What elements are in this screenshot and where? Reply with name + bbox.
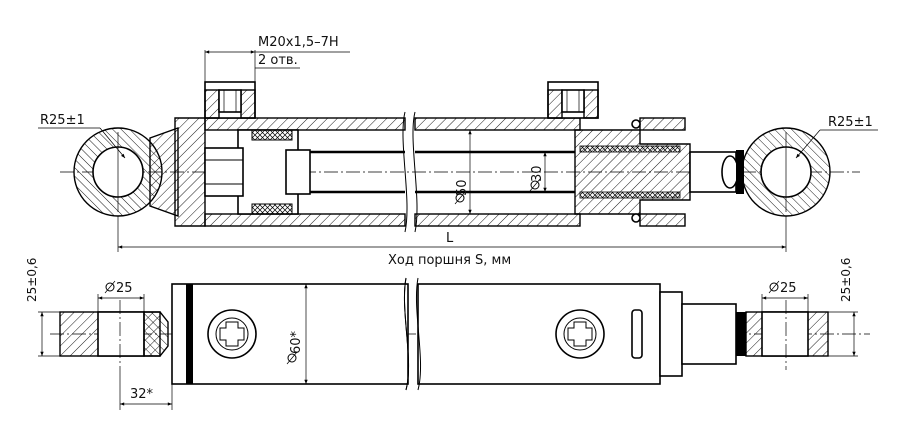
right-eye-flat (745, 300, 829, 370)
left-eye (73, 127, 179, 217)
body-dia-label: 60* (289, 330, 304, 354)
radius-left-callout: R25±1 (38, 113, 126, 159)
barrel-right (414, 81, 691, 227)
length-dimension: L Ход поршня S, мм (117, 216, 787, 268)
port-plug-right (555, 309, 605, 359)
left-eye-flat (59, 300, 169, 370)
width-right-label: 25±0,6 (839, 258, 853, 302)
pin-right-label: 25 (780, 281, 797, 296)
port-plug-left (207, 309, 257, 359)
width-left-dimension: 25±0,6 (25, 258, 60, 357)
thread-callout: M20x1,5–7H 2 отв. (204, 35, 350, 82)
radius-right-label: R25±1 (828, 115, 873, 130)
bore-dimension: 50 (454, 130, 472, 214)
top-section-view: M20x1,5–7H 2 отв. R25±1 R25±1 50 30 (38, 35, 878, 268)
length-label: L (446, 231, 454, 246)
piston-rod-outer (689, 150, 744, 194)
rod-dimension: 30 (529, 152, 547, 192)
thread-label: M20x1,5–7H (258, 35, 339, 50)
rod-label: 30 (530, 165, 545, 182)
offset-dimension: 32* (119, 370, 173, 410)
bore-label: 50 (455, 179, 470, 196)
ports-label: 2 отв. (258, 53, 298, 68)
pin-left-label: 25 (116, 281, 133, 296)
width-right-dimension: 25±0,6 (828, 258, 858, 357)
stroke-label: Ход поршня S, мм (388, 253, 511, 268)
bottom-outer-view: 60* 25 25 25±0,6 (25, 258, 870, 410)
pin-right-dimension: 25 (761, 280, 809, 312)
pin-left-dimension: 25 (97, 280, 145, 312)
right-eye (741, 127, 831, 217)
width-left-label: 25±0,6 (25, 258, 39, 302)
offset-label: 32* (130, 387, 154, 402)
barrel-left (174, 81, 406, 227)
body-dia-dimension: 60* (286, 284, 308, 384)
break-line-left (402, 111, 408, 233)
radius-right-callout: R25±1 (795, 115, 878, 159)
barrel-body (171, 277, 746, 391)
radius-left-label: R25±1 (40, 113, 85, 128)
